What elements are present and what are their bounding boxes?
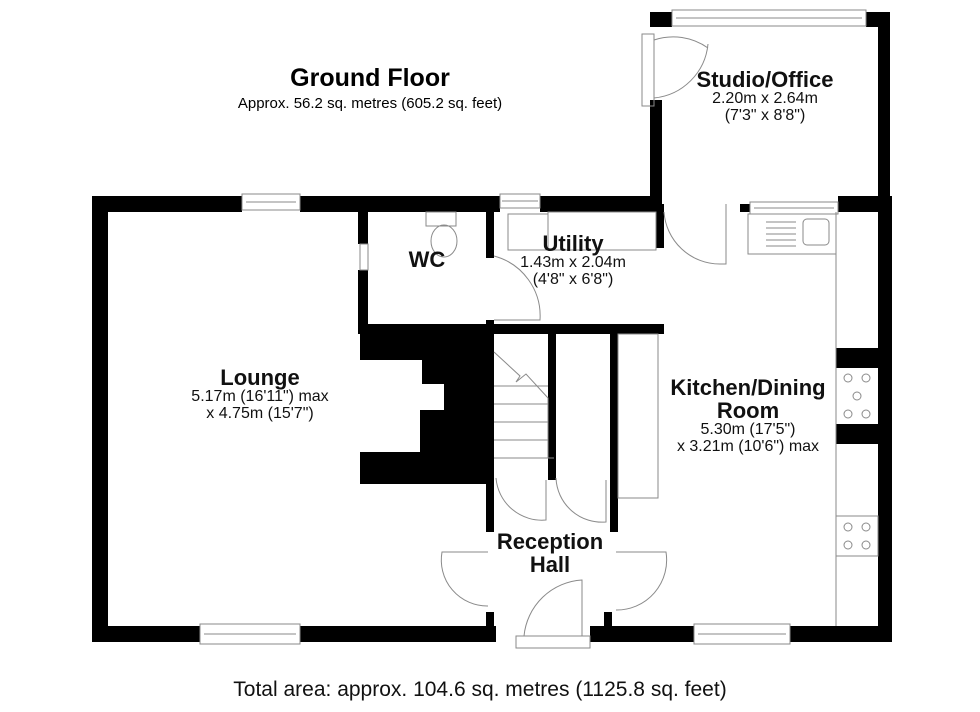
room-dim-imperial: (4'8" x 6'8") <box>532 270 614 288</box>
room-name: WC <box>408 247 446 272</box>
room-dim-metric: 2.20m x 2.64m <box>712 90 818 108</box>
room-dim-imperial: (7'3" x 8'8") <box>724 106 806 124</box>
walls <box>92 12 892 642</box>
room-name: Kitchen/Dining <box>670 375 826 400</box>
room-name: Utility <box>542 231 604 256</box>
room-name: Studio/Office <box>696 67 834 92</box>
total-area: Total area: approx. 104.6 sq. metres (11… <box>233 678 727 701</box>
floor-area: Approx. 56.2 sq. metres (605.2 sq. feet) <box>237 95 503 112</box>
room-dim-metric: 5.17m (16'11") max <box>191 388 329 406</box>
floor-title: Ground Floor <box>290 64 450 92</box>
room-dim-imperial: x 3.21m (10'6") max <box>676 437 820 455</box>
room-name-line2: Hall <box>529 552 571 578</box>
room-name-line2: Room <box>716 398 780 424</box>
room-dim-metric: 1.43m x 2.04m <box>520 254 626 272</box>
room-label-utility: Utility 1.43m x 2.04m (4'8" x 6'8") <box>480 232 666 289</box>
room-dim-imperial: x 4.75m (15'7") <box>206 404 314 422</box>
fixtures <box>199 9 879 649</box>
room-label-hall: Reception Hall <box>480 530 620 576</box>
room-label-wc: WC <box>392 248 462 271</box>
floor-title-block: Ground Floor Approx. 56.2 sq. metres (60… <box>200 64 540 112</box>
room-name: Reception <box>496 529 604 554</box>
room-label-kitchen: Kitchen/Dining Room 5.30m (17'5") x 3.21… <box>648 376 848 456</box>
room-label-lounge: Lounge 5.17m (16'11") max x 4.75m (15'7"… <box>160 366 360 423</box>
room-name: Lounge <box>220 365 300 390</box>
room-dim-metric: 5.30m (17'5") <box>700 421 796 439</box>
room-label-studio: Studio/Office 2.20m x 2.64m (7'3" x 8'8"… <box>660 68 870 125</box>
